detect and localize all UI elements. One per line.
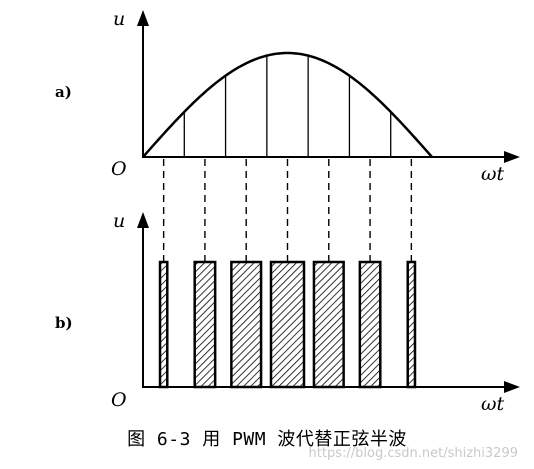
pwm-pulse xyxy=(358,260,382,389)
panel-a-origin-label: O xyxy=(111,158,127,180)
panel-b-origin-label: O xyxy=(111,389,127,411)
panel-b-label: b) xyxy=(55,314,73,332)
sine-slices xyxy=(183,55,392,157)
panel-a-label: a) xyxy=(55,83,72,101)
panel-a-x-label: ωt xyxy=(481,163,504,185)
figure-caption: 图 6-3 用 PWM 波代替正弦半波 xyxy=(127,429,407,450)
panel-a-y-arrow-icon xyxy=(137,10,149,26)
pwm-pulse xyxy=(406,260,417,389)
pwm-pulse xyxy=(193,260,217,389)
panel-a: a) u O ωt xyxy=(55,8,520,262)
panel-a-y-label: u xyxy=(113,8,125,30)
sine-half-wave xyxy=(142,51,433,158)
pwm-pulse xyxy=(230,260,263,389)
panel-b-y-label: u xyxy=(113,210,125,232)
panel-b-y-arrow-icon xyxy=(137,212,149,228)
panel-b: b) u O ωt xyxy=(55,210,520,415)
panel-b-x-label: ωt xyxy=(481,393,504,415)
pwm-pulse xyxy=(312,260,345,389)
pwm-pulse xyxy=(158,260,169,389)
panel-a-x-arrow-icon xyxy=(504,151,520,163)
panel-b-x-arrow-icon xyxy=(504,381,520,393)
projection-dashes xyxy=(162,159,413,262)
pwm-pulse xyxy=(269,260,306,389)
watermark-url: https://blog.csdn.net/shizhi3299 xyxy=(308,446,518,461)
pwm-pulses xyxy=(158,260,417,389)
